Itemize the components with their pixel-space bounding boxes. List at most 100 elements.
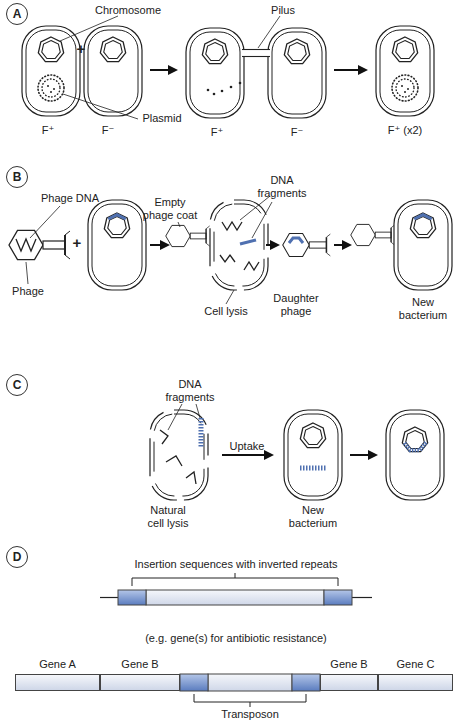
chromosome-ring xyxy=(410,213,435,238)
bacterium-cell xyxy=(376,26,434,116)
chromosome-ring xyxy=(38,37,63,62)
plasmid-dna-dot xyxy=(239,82,242,85)
insertion-sequence xyxy=(180,674,208,691)
dna-fragment xyxy=(160,430,168,444)
insertion-sequence xyxy=(292,674,320,691)
gene-band: Gene A xyxy=(15,674,100,691)
plasmid-ring xyxy=(392,75,418,101)
process-arrow xyxy=(222,454,272,456)
part-label: Insertion sequences with inverted repeat… xyxy=(101,558,371,571)
daughter-phage xyxy=(283,234,331,257)
pilus-bridge xyxy=(242,56,270,57)
dna-line xyxy=(100,597,118,598)
gene-name: Gene B xyxy=(321,658,377,670)
donor-dna-segment xyxy=(289,238,303,243)
gene-band: Gene C xyxy=(378,674,453,691)
bracket xyxy=(194,694,306,707)
dna-fragment xyxy=(222,222,242,230)
part-label: DNA fragments xyxy=(253,174,311,199)
panel-letter-text: D xyxy=(13,550,22,564)
chromosome-ring xyxy=(300,423,325,448)
leader-line xyxy=(26,262,28,284)
leader-line xyxy=(258,16,280,48)
process-arrow xyxy=(350,454,376,456)
plus-sign: + xyxy=(74,40,88,57)
panel-letter: D xyxy=(6,546,28,568)
leader-line xyxy=(60,16,118,41)
process-arrow xyxy=(266,244,278,246)
dna-line xyxy=(352,597,372,598)
bacterium-cell xyxy=(88,200,146,290)
plasmid-dna-dot xyxy=(230,86,233,89)
panel-letter-text: B xyxy=(13,170,22,184)
chromosome-ring xyxy=(284,39,309,64)
part-label: F⁻ xyxy=(284,126,310,139)
plasmid-ring xyxy=(38,75,64,101)
lysed-cell xyxy=(150,410,208,500)
bacterium-cell xyxy=(84,26,142,116)
leader-line xyxy=(63,94,138,119)
pilus-bridge xyxy=(242,49,270,50)
bacterium-cell xyxy=(22,26,80,116)
gene-name: Gene C xyxy=(379,658,452,670)
empty-phage-coat xyxy=(166,225,210,246)
panel-letter: C xyxy=(6,374,28,396)
part-label: Empty phage coat xyxy=(138,196,202,221)
part-label: Daughter phage xyxy=(270,292,322,317)
donor-dna-fragment xyxy=(199,418,204,448)
transposon-body xyxy=(208,674,292,691)
part-label: F⁺ (x2) xyxy=(375,124,435,137)
part-label: (e.g. gene(s) for antibiotic resistance) xyxy=(111,632,361,645)
gene-name: Gene B xyxy=(101,658,179,670)
plus-sign: + xyxy=(70,234,84,251)
infecting-phage xyxy=(351,224,395,245)
bacterium-cell xyxy=(386,410,444,500)
process-arrow xyxy=(150,244,168,246)
chromosome-ring xyxy=(402,427,427,452)
integrated-dna-segment xyxy=(404,443,426,451)
part-label: DNA fragments xyxy=(161,378,219,403)
dna-fragment xyxy=(220,255,235,262)
plasmid-dna-dot xyxy=(213,93,216,96)
panel-letter: B xyxy=(6,166,28,188)
leader-line xyxy=(252,202,272,238)
panel-letter-text: A xyxy=(13,7,22,21)
chromosome-ring xyxy=(100,37,125,62)
panel-letter-text: C xyxy=(13,378,22,392)
plasmid-dna-dot xyxy=(207,89,210,92)
bacterium-cell xyxy=(186,28,244,118)
plasmid-dna-dot xyxy=(221,90,224,93)
leader-line xyxy=(178,222,180,227)
donor-dna-segment xyxy=(108,215,126,219)
leader-line xyxy=(240,196,270,220)
dna-fragment xyxy=(166,456,182,466)
phage-symbol xyxy=(9,230,70,259)
lysed-cell xyxy=(210,200,268,290)
bacterium-cell xyxy=(394,200,452,290)
part-label: Phage DNA xyxy=(34,192,106,205)
process-arrow xyxy=(334,69,366,71)
part-label: Chromosome xyxy=(92,4,164,17)
donor-dna-fragment xyxy=(300,466,326,471)
chromosome-ring xyxy=(392,37,417,62)
part-label: F⁻ xyxy=(95,124,121,137)
part-label: New bacterium xyxy=(282,504,344,529)
insertion-sequence xyxy=(118,590,146,605)
gene-name: Gene A xyxy=(16,658,99,670)
bacterium-cell xyxy=(268,28,326,118)
leader-line xyxy=(30,206,60,238)
part-label: F⁺ xyxy=(204,126,230,139)
part-label: Natural cell lysis xyxy=(142,504,194,529)
part-label: Uptake xyxy=(222,440,272,453)
donor-dna-fragment xyxy=(240,240,256,244)
part-label: F⁺ xyxy=(35,124,61,137)
leader-line xyxy=(168,404,182,430)
part-label: New bacterium xyxy=(392,296,454,321)
gene-band: Gene B xyxy=(320,674,378,691)
transposon-body xyxy=(146,590,324,605)
part-label: Transposon xyxy=(210,708,290,721)
pilus-gap xyxy=(241,50,271,56)
insertion-sequence xyxy=(324,590,352,605)
part-label: Cell lysis xyxy=(196,305,256,318)
